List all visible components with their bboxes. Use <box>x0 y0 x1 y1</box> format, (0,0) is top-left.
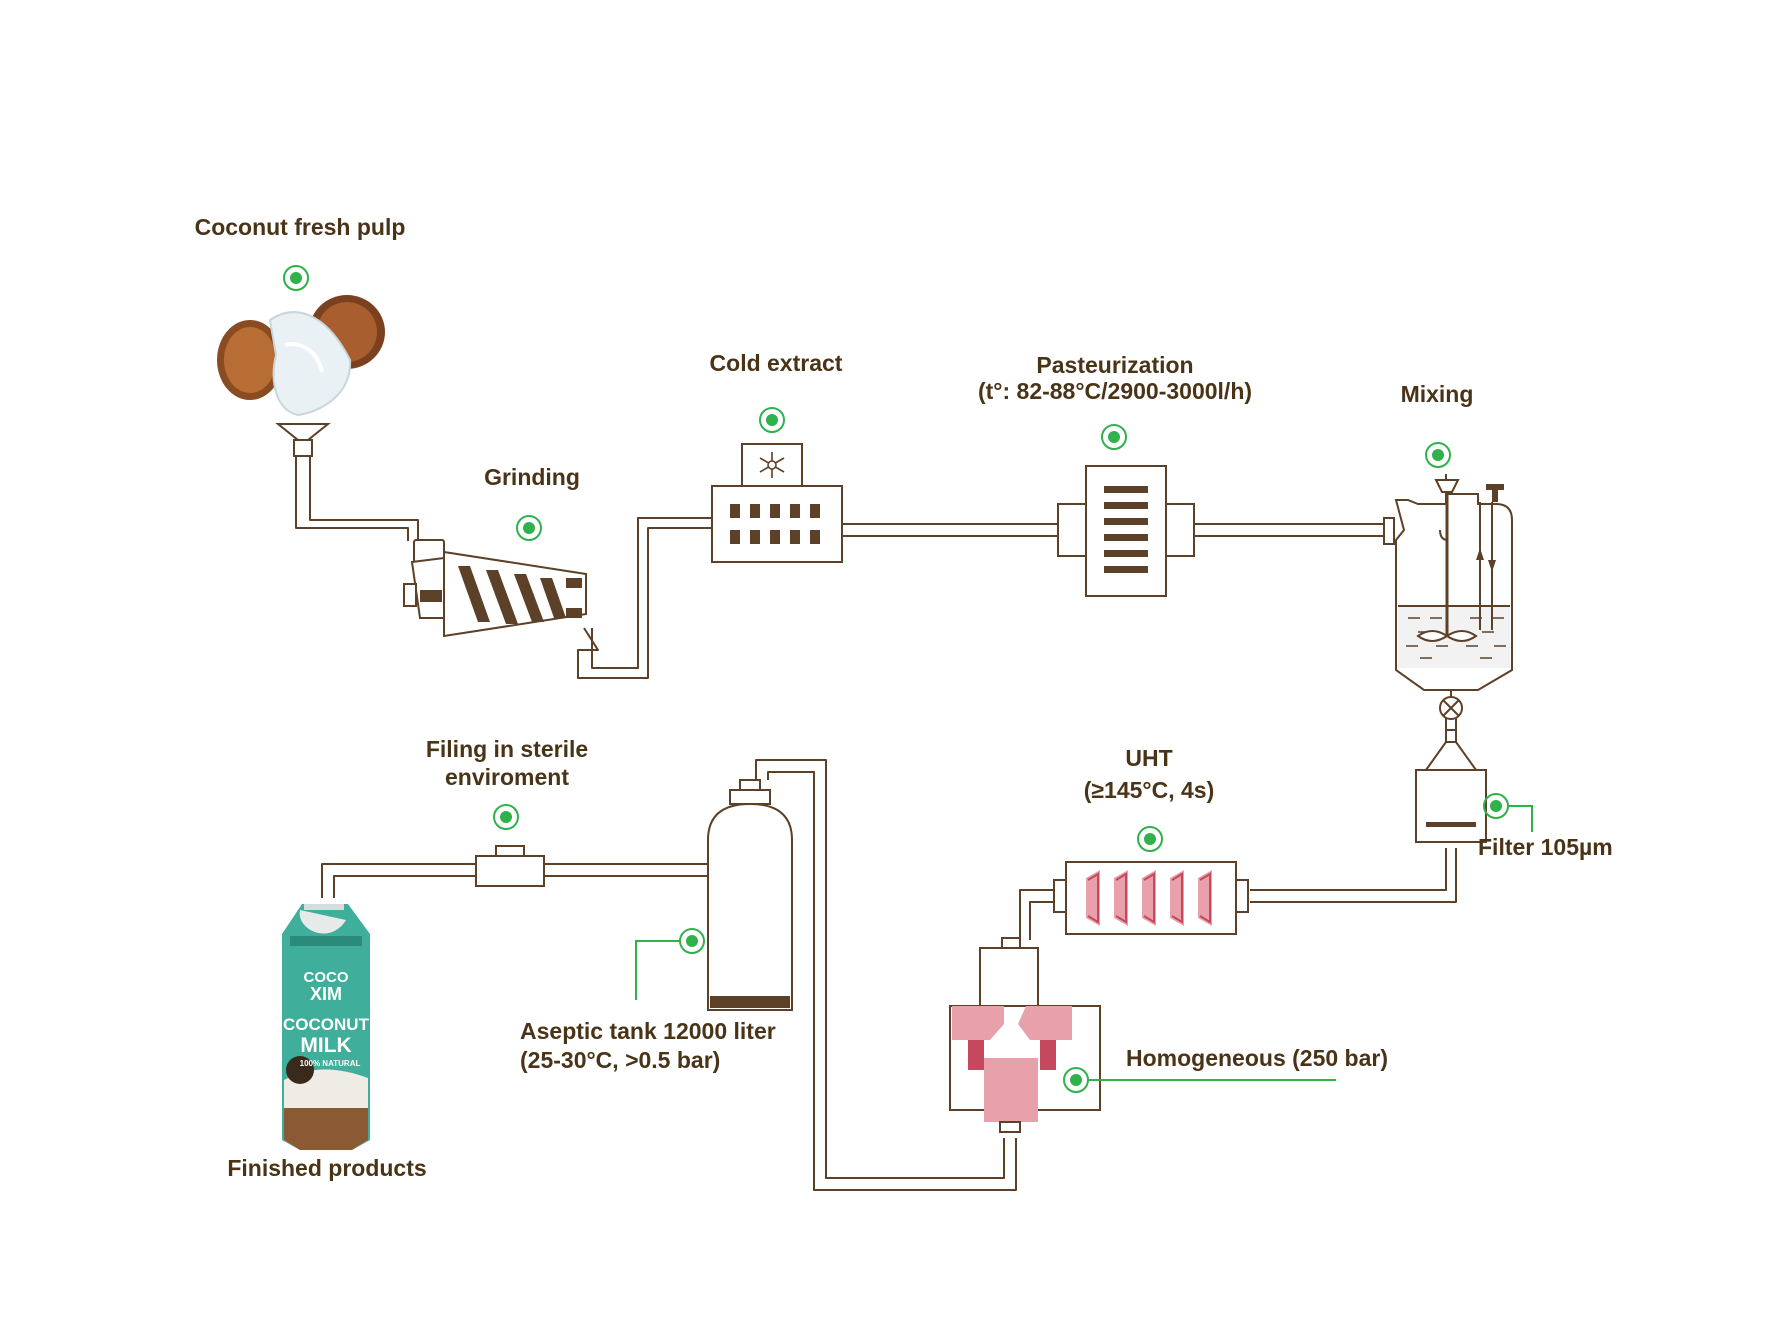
label-aseptic-detail: (25-30°C, >0.5 bar) <box>520 1047 721 1073</box>
package-brand-top: COCO <box>304 969 349 986</box>
hopper-funnel <box>275 423 331 457</box>
label-filling-line1: Filing in sterile <box>425 736 589 762</box>
pipes <box>295 440 1457 1191</box>
label-grinding: Grinding <box>484 464 580 490</box>
snowflake-icon <box>759 452 785 478</box>
pasteurizer <box>1057 465 1195 597</box>
grinder-machine <box>403 539 587 638</box>
filling-unit <box>475 845 545 887</box>
label-cold-extract: Cold extract <box>709 350 843 376</box>
marker-grinding <box>516 515 542 541</box>
marker-aseptic <box>635 928 705 1000</box>
label-finished-products: Finished products <box>227 1155 427 1181</box>
carton-package-icon: COCO XIM COCONUT MILK 100% NATURAL <box>282 904 370 1150</box>
coconut-icon <box>217 295 385 417</box>
label-pasteurization-detail: (t°: 82-88°C/2900-3000l/h) <box>977 378 1253 404</box>
marker-coconut <box>283 265 309 291</box>
marker-cold-extract <box>759 407 785 433</box>
homogenizer <box>949 937 1101 1133</box>
marker-filling <box>493 804 519 830</box>
label-mixing: Mixing <box>1400 381 1474 407</box>
marker-homogeneous <box>1063 1067 1336 1093</box>
tank-agitator-icon <box>1383 474 1513 720</box>
label-uht-title: UHT <box>1125 745 1173 771</box>
package-tagline: 100% NATURAL <box>300 1059 361 1068</box>
label-filling-line2: enviroment <box>445 764 569 790</box>
marker-pasteurization <box>1101 424 1127 450</box>
label-homogeneous: Homogeneous (250 bar) <box>1126 1045 1388 1071</box>
cold-extractor <box>711 443 843 563</box>
label-uht-detail: (≥145°C, 4s) <box>1083 777 1215 803</box>
aseptic-tank <box>707 779 793 1011</box>
label-coconut-pulp: Coconut fresh pulp <box>194 214 406 240</box>
step-markers <box>283 265 1533 1093</box>
package-brand-bottom: XIM <box>310 984 342 1004</box>
label-filter: Filter 105µm <box>1478 834 1613 860</box>
label-aseptic-title: Aseptic tank 12000 liter <box>520 1018 776 1044</box>
package-product-line1: COCONUT <box>283 1015 370 1034</box>
marker-uht <box>1137 826 1163 852</box>
filter-housing <box>1415 729 1487 843</box>
package-product-line2: MILK <box>300 1034 351 1057</box>
uht-heat-exchanger <box>1053 861 1249 935</box>
marker-mixing <box>1425 442 1451 468</box>
label-pasteurization-title: Pasteurization <box>1036 352 1194 378</box>
marker-filter <box>1483 793 1533 832</box>
